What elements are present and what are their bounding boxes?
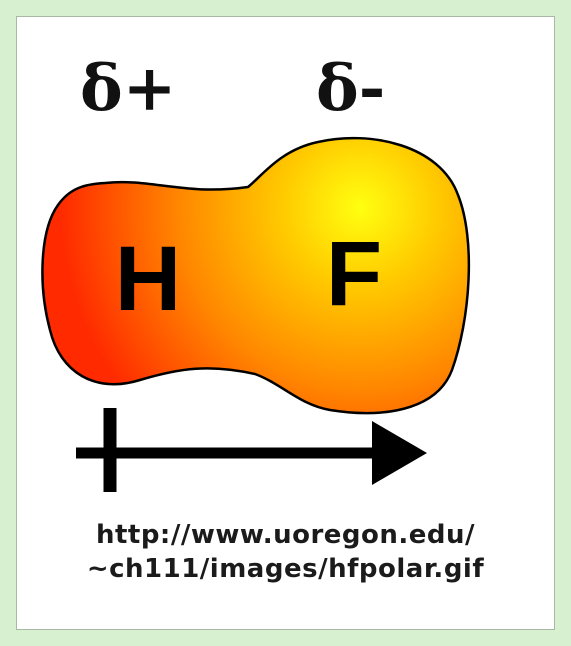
- hydrogen-atom-label: H: [115, 228, 181, 330]
- dipole-arrow-head: [372, 421, 427, 485]
- electron-density-cloud: [41, 136, 471, 415]
- caption-url-line2: ~ch111/images/hfpolar.gif: [86, 554, 485, 584]
- partial-negative-charge-label: δ-: [316, 51, 385, 126]
- caption-url-line1: http://www.uoregon.edu/: [95, 520, 476, 550]
- dipole-arrow: [76, 408, 427, 492]
- fluorine-atom-label: F: [326, 223, 382, 325]
- partial-positive-charge-label: δ+: [80, 51, 176, 126]
